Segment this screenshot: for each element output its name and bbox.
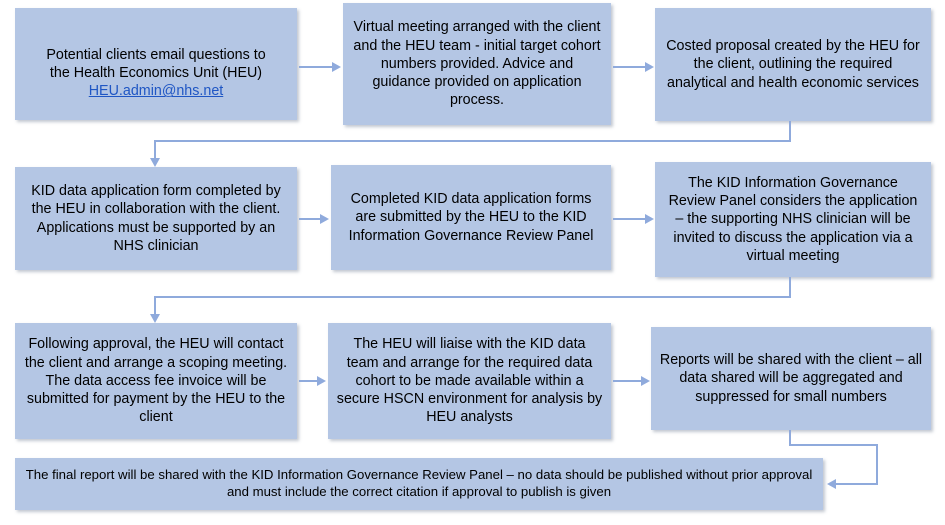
- connector-node2-node3-line: [613, 66, 646, 68]
- node-label: The HEU will liaise with the KID data te…: [336, 336, 603, 426]
- node-scoping-meeting-and-invoice[interactable]: Following approval, the HEU will contact…: [15, 323, 297, 439]
- connector-node8-node9-line: [613, 380, 642, 382]
- node-virtual-meeting-arranged[interactable]: Virtual meeting arranged with the client…: [343, 3, 611, 125]
- node-label: Virtual meeting arranged with the client…: [353, 19, 601, 109]
- node-potential-clients-email[interactable]: Potential clients email questions to the…: [15, 8, 297, 120]
- connector-node5-node6-line: [613, 218, 646, 220]
- connector-node3-node4-seg-down: [789, 121, 791, 141]
- connector-node9-node10-seg-right: [789, 444, 878, 446]
- node-label: Completed KID data application forms are…: [348, 191, 594, 244]
- connector-node9-node10-arrowhead: [827, 479, 836, 489]
- node-label: KID data application form completed by t…: [31, 182, 281, 254]
- node-label: The final report will be shared with the…: [25, 467, 813, 499]
- node-reports-shared-with-client[interactable]: Reports will be shared with the client –…: [651, 327, 931, 430]
- node-kid-data-application-form[interactable]: KID data application form completed by t…: [15, 167, 297, 270]
- node-panel-considers-application[interactable]: The KID Information Governance Review Pa…: [655, 162, 931, 277]
- connector-node3-node4-arrowhead: [150, 158, 160, 167]
- connector-node6-node7-seg-drop: [154, 296, 156, 316]
- connector-node3-node4-seg-left: [154, 140, 791, 142]
- connector-node4-node5-arrowhead: [320, 214, 329, 224]
- connector-node1-node2-line: [299, 66, 333, 68]
- node-final-report-shared-with-panel[interactable]: The final report will be shared with the…: [15, 458, 823, 510]
- node-label: Potential clients email questions to the…: [23, 27, 289, 100]
- node-label: The KID Information Governance Review Pa…: [668, 174, 918, 264]
- connector-node3-node4-seg-drop: [154, 140, 156, 160]
- connector-node1-node2-arrowhead: [332, 62, 341, 72]
- connector-node8-node9-arrowhead: [641, 376, 650, 386]
- connector-node4-node5-line: [299, 218, 321, 220]
- connector-node7-node8-line: [299, 380, 318, 382]
- node-text: Potential clients email questions to the…: [46, 46, 266, 81]
- node-label: Following approval, the HEU will contact…: [24, 336, 288, 426]
- node-costed-proposal-created[interactable]: Costed proposal created by the HEU for t…: [655, 8, 931, 121]
- connector-node6-node7-arrowhead: [150, 314, 160, 323]
- node-label: Costed proposal created by the HEU for t…: [666, 38, 920, 91]
- connector-node9-node10-seg-drop: [876, 444, 878, 484]
- node-label: Reports will be shared with the client –…: [659, 352, 923, 405]
- connector-node6-node7-seg-left: [154, 296, 791, 298]
- connector-node6-node7-seg-down: [789, 277, 791, 297]
- node-heu-liaise-with-kid-data-team[interactable]: The HEU will liaise with the KID data te…: [328, 323, 611, 439]
- heu-admin-email-link[interactable]: HEU.admin@nhs.net: [88, 83, 224, 100]
- connector-node7-node8-arrowhead: [317, 376, 326, 386]
- connector-node9-node10-seg-down: [789, 430, 791, 445]
- connector-node2-node3-arrowhead: [645, 62, 654, 72]
- connector-node5-node6-arrowhead: [645, 214, 654, 224]
- node-forms-submitted-to-panel[interactable]: Completed KID data application forms are…: [331, 165, 611, 270]
- connector-node9-node10-seg-left: [836, 483, 878, 485]
